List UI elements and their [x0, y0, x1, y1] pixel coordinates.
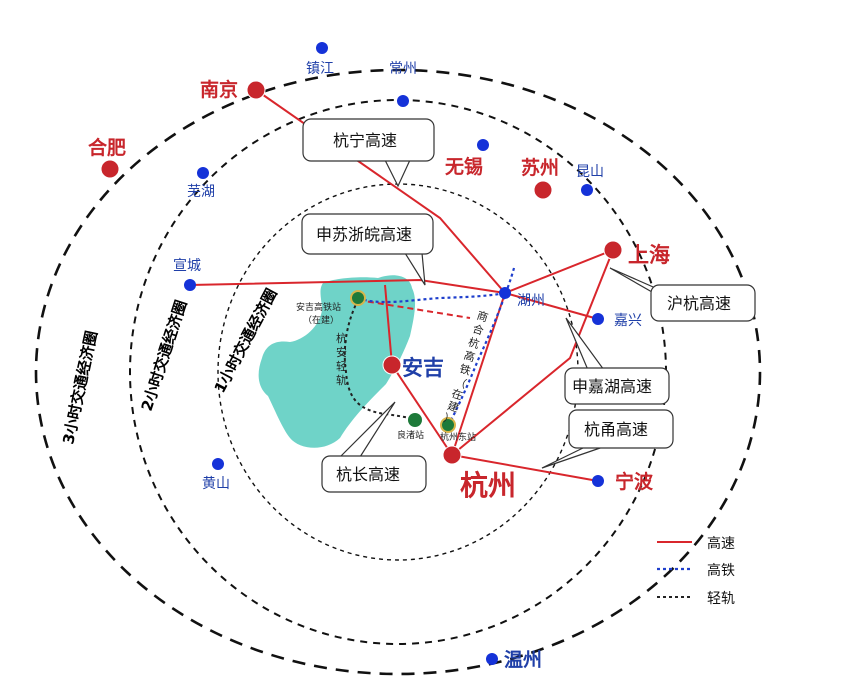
- hsr-huzhou-hangzhou-east: [447, 267, 516, 426]
- callout-shenjiahu-text: 申嘉湖高速: [572, 377, 652, 396]
- hefei-label: 合肥: [88, 136, 126, 159]
- hsr-char: （: [454, 375, 468, 391]
- xuancheng-dot: [184, 279, 196, 291]
- hsr-char: 杭: [467, 334, 482, 351]
- ring-2-label: 2小时交通经济圈: [138, 298, 191, 413]
- ring-3-hour: [34, 68, 762, 676]
- callout-shensuzhewan-text: 申苏浙皖高速: [316, 225, 412, 244]
- xuancheng-label: 宣城: [173, 258, 201, 274]
- hang-an-char: 安: [336, 345, 347, 359]
- hsr-char: 铁: [458, 362, 472, 378]
- highway-shanghai-hangzhou: [451, 249, 614, 456]
- callout-hangyong: 杭甬高速: [541, 409, 674, 469]
- callout-hangchang: 杭长高速: [321, 401, 427, 493]
- shanghai-label: 上海: [628, 243, 670, 267]
- jiaxing-label: 嘉兴: [614, 313, 642, 329]
- hsr-char: 高: [462, 348, 477, 365]
- huzhou-dot: [499, 287, 511, 299]
- suzhou-dot: [533, 180, 553, 200]
- legend-light-rail-label: 轻轨: [707, 591, 735, 607]
- ring-3-label: 3小时交通经济圈: [59, 329, 101, 446]
- hang-an-rail-label: 杭 安 轻 轨: [336, 331, 347, 387]
- hefei-dot: [100, 159, 120, 179]
- legend: 高速 高铁 轻轨: [657, 535, 735, 607]
- anji-hsr-station-status: （在建）: [303, 314, 339, 326]
- hang-an-char: 杭: [336, 331, 347, 345]
- zhenjiang-label: 镇江: [306, 61, 334, 77]
- hang-an-char: 轻: [336, 359, 347, 373]
- legend-hsr-label: 高铁: [707, 562, 735, 579]
- callout-hangyong-text: 杭甬高速: [584, 420, 648, 439]
- hsr-char: ）: [442, 412, 456, 428]
- huzhou-label: 湖州: [517, 293, 545, 309]
- major-city-labels: 南京 合肥 无锡 苏州 上海 安吉 杭州 宁波: [88, 78, 670, 502]
- highway-xuancheng-huzhou: [189, 278, 506, 294]
- kunshan-label: 昆山: [576, 164, 604, 180]
- hsr-lines: [357, 267, 516, 426]
- highway-huzhou-shanghai: [504, 249, 614, 294]
- callout-hangchang-text: 杭长高速: [336, 465, 400, 484]
- changzhou-label: 常州: [389, 61, 417, 77]
- shanghai-dot: [603, 240, 623, 260]
- liangzhu-station-dot: [408, 413, 422, 427]
- nanjing-label: 南京: [200, 78, 238, 101]
- hsr-char: 合: [471, 321, 486, 338]
- callout-shensuzhewan: 申苏浙皖高速: [301, 213, 434, 286]
- anji-hsr-station-dot: [350, 290, 366, 306]
- callout-shenjiahu: 申嘉湖高速: [564, 317, 670, 405]
- highway-hangzhou-ningbo: [451, 454, 599, 482]
- suzhou-label: 苏州: [521, 156, 559, 179]
- anji-label: 安吉: [402, 356, 444, 380]
- callout-hangning: 杭宁高速: [302, 118, 435, 188]
- wuhu-label: 芜湖: [187, 183, 215, 200]
- wenzhou-dot: [486, 653, 498, 665]
- ningbo-label: 宁波: [615, 470, 654, 493]
- ningbo-dot: [592, 475, 604, 487]
- highway-planned-dashed: [357, 299, 471, 319]
- station-dots: [350, 290, 456, 433]
- minor-city-dots: [184, 42, 604, 665]
- jiaxing-dot: [592, 313, 604, 325]
- callout-huhang-text: 沪杭高速: [667, 294, 731, 313]
- huangshan-dot: [212, 458, 224, 470]
- hsr-anji-huzhou: [357, 291, 506, 304]
- hsr-char: 在: [450, 387, 464, 403]
- hsr-char: 商: [475, 308, 490, 325]
- anji-region-shape: [258, 275, 416, 448]
- anji-dot: [382, 355, 402, 375]
- wenzhou-label: 温州: [504, 649, 542, 671]
- wuxi-dot: [477, 139, 489, 151]
- huangshan-label: 黄山: [202, 475, 230, 492]
- wuxi-label: 无锡: [445, 155, 483, 178]
- major-city-dots: [100, 80, 623, 465]
- hangzhou-label: 杭州: [460, 469, 516, 502]
- anji-hsr-station-label: 安吉高铁站: [296, 301, 341, 313]
- hsr-line-label: 商 合 杭 高 铁 （ 在 建 ）: [442, 308, 490, 427]
- changzhou-dot: [397, 95, 409, 107]
- highway-huzhou-jiaxing: [504, 292, 599, 320]
- hangzhou-east-station-label: 杭州东站: [440, 431, 476, 443]
- hangzhou-east-station-dot: [440, 417, 456, 433]
- kunshan-dot: [581, 184, 593, 196]
- zhenjiang-dot: [316, 42, 328, 54]
- nanjing-dot: [246, 80, 266, 100]
- hang-an-char: 轨: [336, 373, 347, 387]
- station-labels: 安吉高铁站 （在建） 良渚站 杭州东站: [296, 301, 476, 443]
- hangzhou-dot: [442, 445, 462, 465]
- wuhu-dot: [197, 167, 209, 179]
- minor-city-labels: 镇江 常州 芜湖 昆山 宣城 湖州 嘉兴 黄山 温州: [173, 61, 642, 671]
- hsr-char: 建: [446, 398, 461, 415]
- legend-highway-label: 高速: [707, 535, 735, 552]
- callout-hangning-text: 杭宁高速: [333, 131, 397, 150]
- liangzhu-station-label: 良渚站: [397, 429, 424, 441]
- callout-huhang: 沪杭高速: [609, 267, 756, 322]
